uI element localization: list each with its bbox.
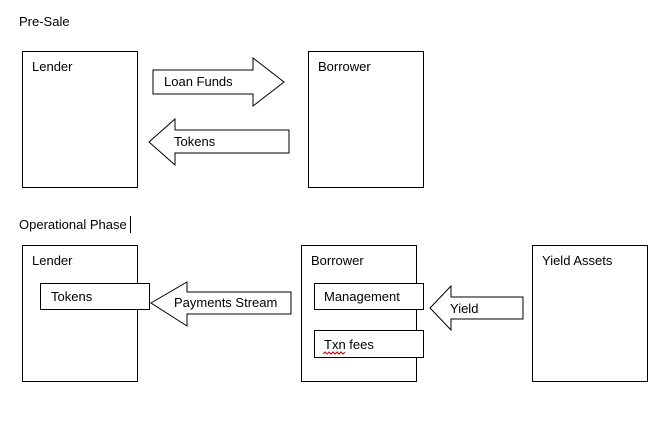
spellcheck-underline-icon: [323, 351, 345, 355]
operational-borrower-label: Borrower: [311, 253, 364, 268]
pre-sale-borrower-label: Borrower: [318, 59, 371, 74]
loan-funds-arrow: [152, 56, 285, 108]
yield-assets-box: Yield Assets: [532, 245, 648, 382]
pre-sale-lender-label: Lender: [32, 59, 73, 74]
yield-assets-label: Yield Assets: [542, 253, 613, 268]
management-label: Management: [324, 289, 400, 304]
lender-tokens-box: Tokens: [40, 283, 150, 310]
yield-arrow-label: Yield: [450, 301, 479, 316]
operational-lender-label: Lender: [32, 253, 73, 268]
lender-tokens-label: Tokens: [51, 289, 93, 304]
yield-arrow: [429, 284, 524, 332]
pre-sale-borrower-box: Borrower: [308, 51, 424, 188]
tokens-arrow: [148, 117, 290, 167]
text-cursor: [130, 216, 131, 233]
operational-lender-box: Lender: [22, 245, 138, 382]
payments-stream-arrow: [150, 281, 292, 327]
management-box: Management: [314, 283, 424, 310]
pre-sale-lender-box: Lender: [22, 51, 138, 188]
tokens-arrow-label: Tokens: [174, 134, 216, 149]
loan-funds-label: Loan Funds: [164, 74, 233, 89]
payments-stream-label: Payments Stream: [174, 295, 278, 310]
txn-fees-label: Txn fees: [324, 337, 374, 352]
operational-phase-title: Operational Phase: [19, 217, 127, 232]
pre-sale-title: Pre-Sale: [19, 14, 70, 29]
operational-borrower-box: Borrower: [301, 245, 417, 382]
